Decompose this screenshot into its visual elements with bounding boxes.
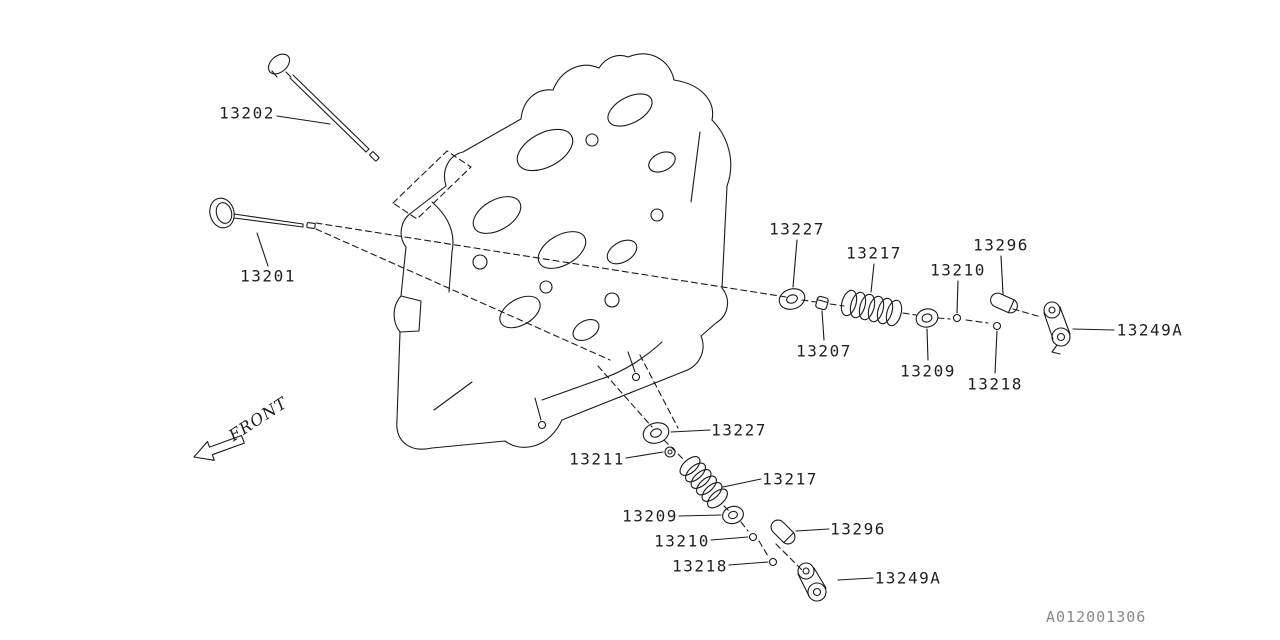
spring-seat-13227-upper	[778, 288, 806, 310]
valve-stem-seal-13207	[815, 295, 829, 311]
valve-13202-drawing	[267, 53, 380, 162]
spring-retainer-13209-upper	[915, 308, 939, 328]
part-label-13218-lower[interactable]: 13218	[672, 556, 728, 576]
part-label-13209-upper[interactable]: 13209	[900, 361, 956, 381]
valve-keeper-13210-upper	[952, 313, 962, 323]
diagram-code: A012001306	[1046, 608, 1147, 626]
cylinder-head-drawing	[393, 53, 732, 450]
part-label-13211[interactable]: 13211	[569, 449, 625, 469]
part-label-13296-upper[interactable]: 13296	[973, 235, 1029, 255]
pivot-13296-lower	[770, 519, 796, 545]
part-label-13202[interactable]: 13202	[219, 103, 275, 123]
part-label-13296-lower[interactable]: 13296	[830, 519, 886, 539]
part-label-13201[interactable]: 13201	[240, 266, 296, 286]
part-label-13207[interactable]: 13207	[796, 341, 852, 361]
part-label-13227-lower[interactable]: 13227	[711, 420, 767, 440]
rocker-arm-13249A-upper	[1043, 301, 1071, 355]
valve-keeper-13218-upper	[992, 321, 1002, 331]
spring-retainer-13209-lower	[722, 505, 744, 525]
part-label-13249A-lower[interactable]: 13249A	[874, 568, 942, 588]
pivot-13296-upper	[990, 292, 1018, 314]
front-arrow-icon	[193, 434, 245, 461]
part-label-13218-upper[interactable]: 13218	[967, 374, 1023, 394]
part-label-13210-upper[interactable]: 13210	[930, 260, 986, 280]
valve-keeper-13210-lower	[748, 532, 758, 542]
leader-lines	[256, 115, 1115, 581]
spring-seat-13227-lower	[642, 422, 670, 444]
valve-spring-13217-upper	[840, 289, 903, 327]
axis-dashed-lines	[315, 150, 1042, 571]
part-label-13249A-upper[interactable]: 13249A	[1116, 320, 1184, 340]
valve-13201-drawing	[209, 197, 316, 229]
rocker-arm-13249A-lower	[797, 562, 827, 602]
part-label-13217-upper[interactable]: 13217	[846, 243, 902, 263]
part-label-13210-lower[interactable]: 13210	[654, 531, 710, 551]
part-label-13227-upper[interactable]: 13227	[769, 219, 825, 239]
valve-spring-13217-lower	[679, 456, 728, 509]
valve-keeper-13218-lower	[768, 557, 778, 567]
part-label-13217-lower[interactable]: 13217	[762, 469, 818, 489]
part-label-13209-lower[interactable]: 13209	[622, 506, 678, 526]
valve-stem-seal-13211	[664, 446, 676, 458]
